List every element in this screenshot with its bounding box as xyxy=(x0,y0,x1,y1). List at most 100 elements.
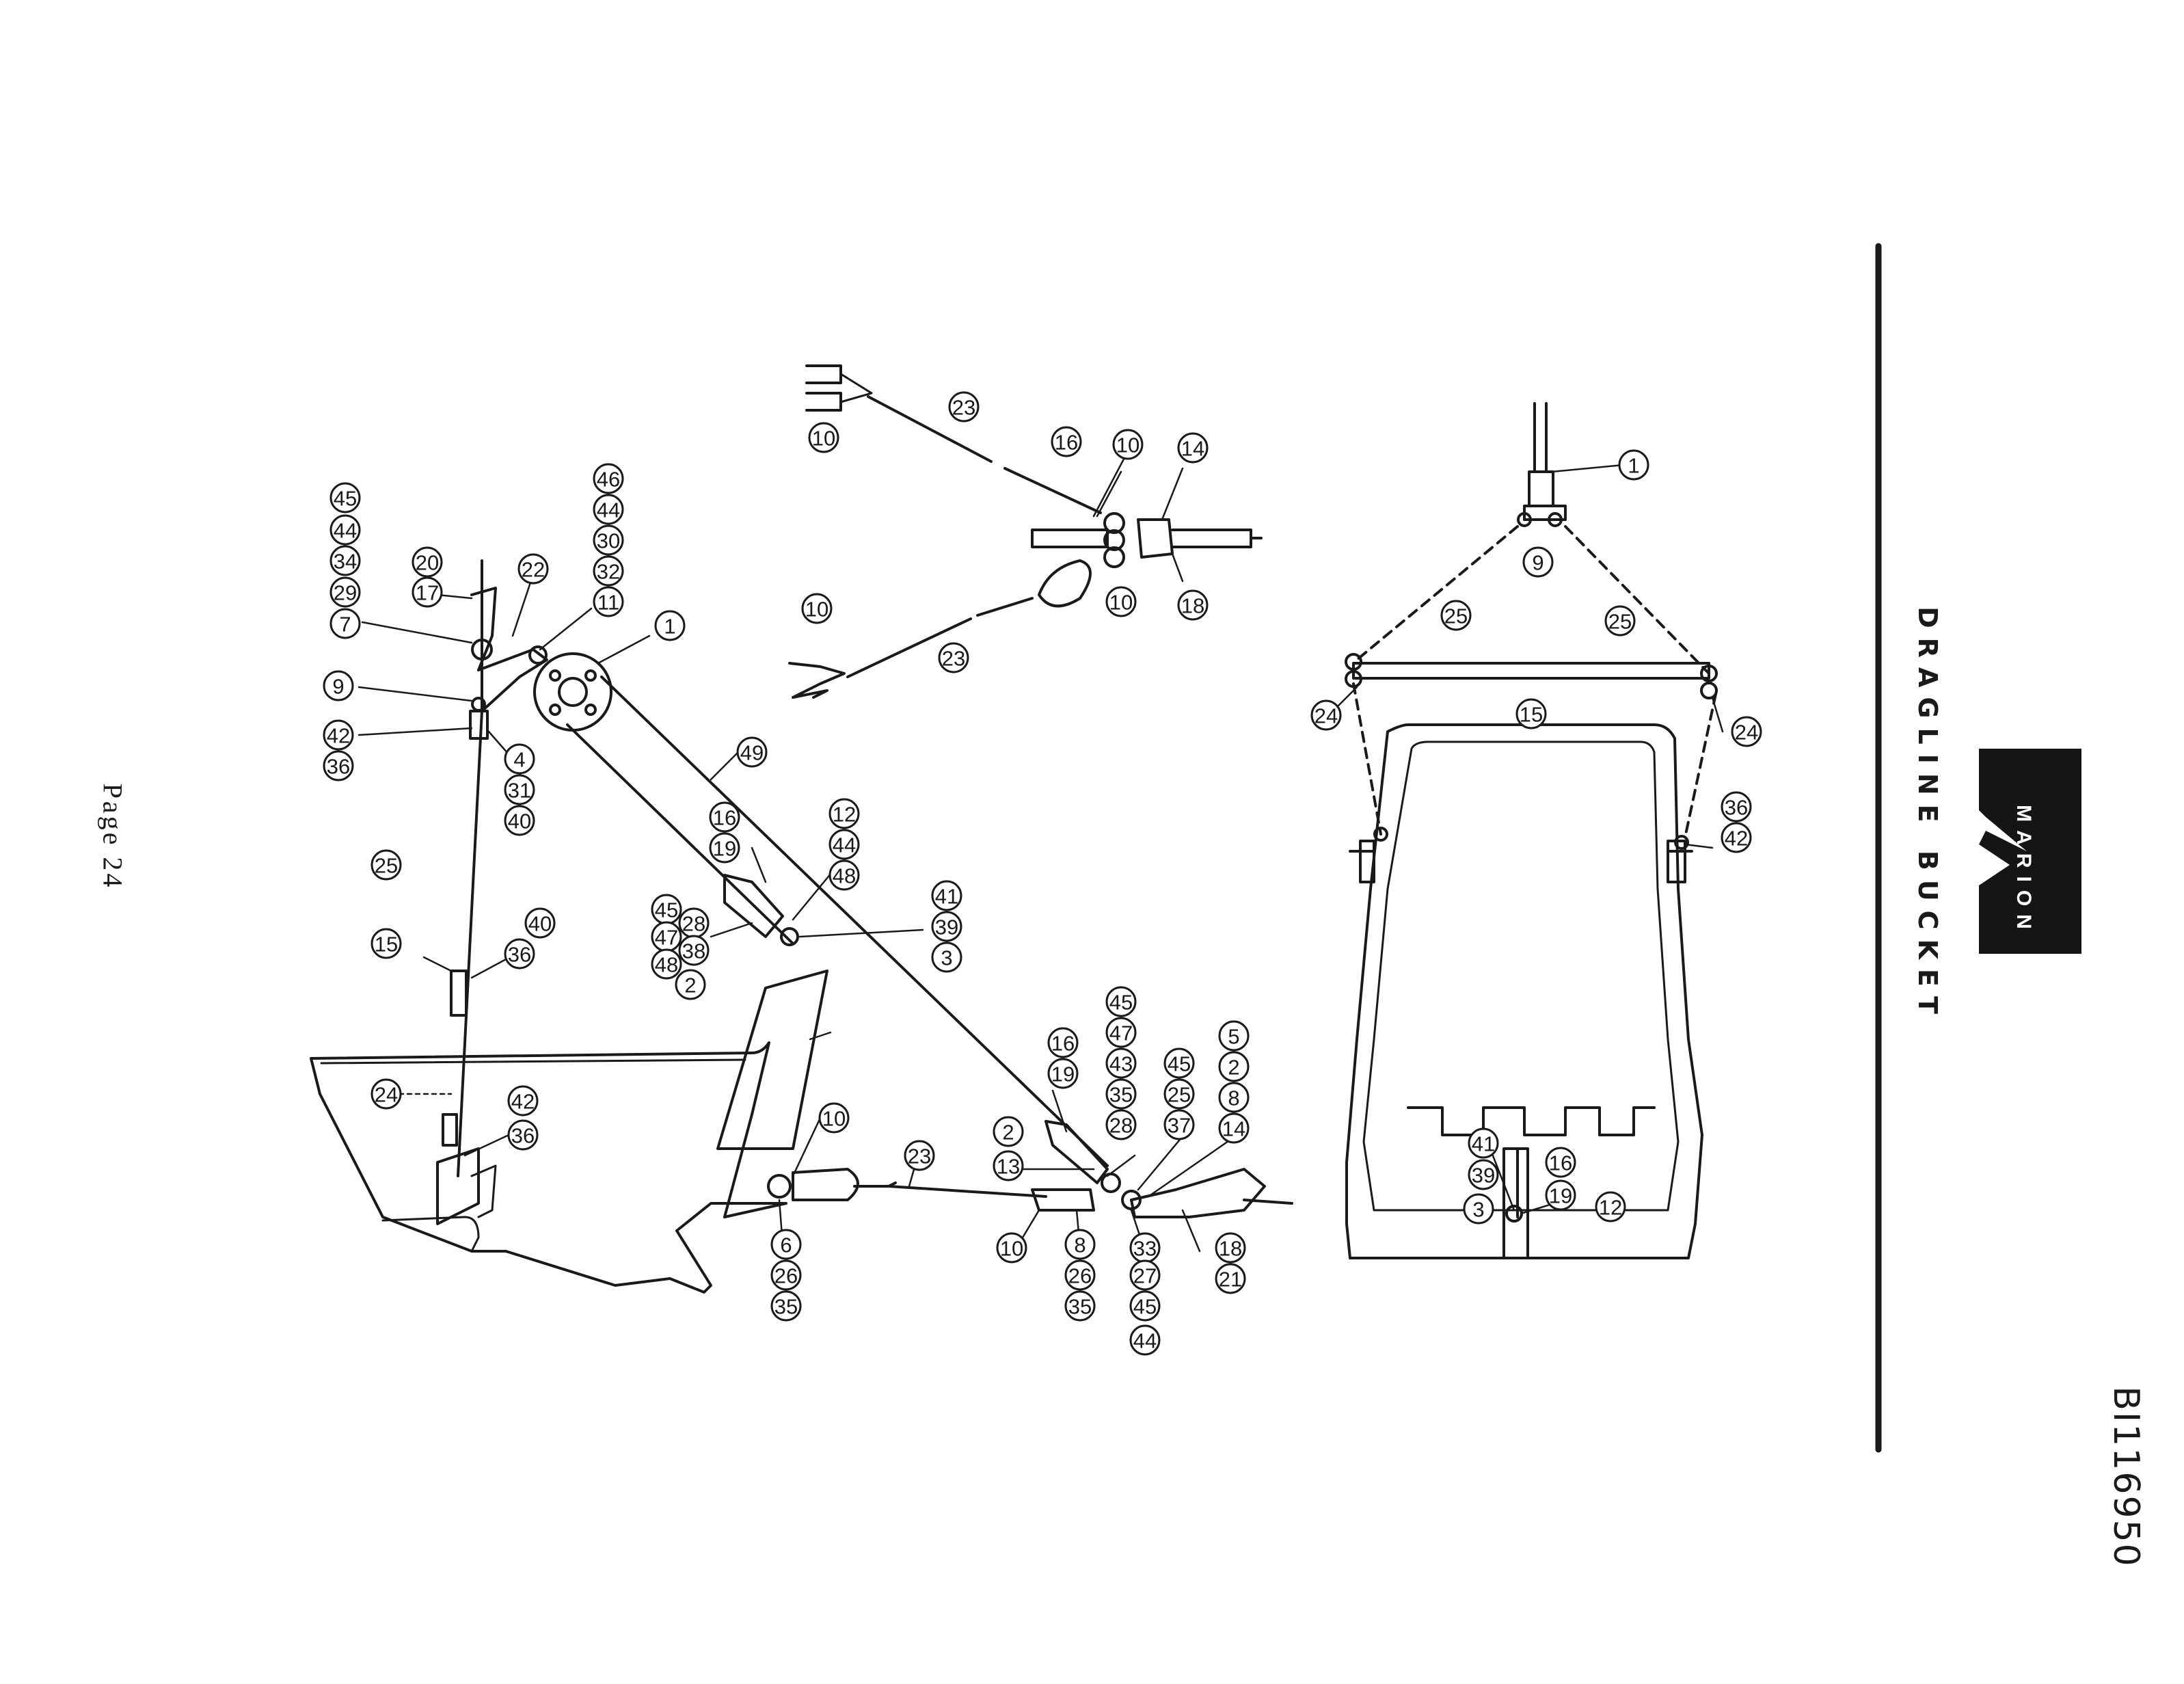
upper-clevis xyxy=(805,364,842,412)
callout-circle xyxy=(1215,1263,1246,1294)
callout-circle xyxy=(1105,1109,1137,1140)
callout-circle xyxy=(1047,1058,1079,1089)
callout-number: 22 xyxy=(522,558,545,582)
callout-bubble: 14 xyxy=(1177,432,1209,464)
callout-circle xyxy=(507,1085,539,1117)
callout-number: 26 xyxy=(1068,1264,1092,1288)
callout-number: 14 xyxy=(1181,437,1204,461)
callout-number: 45 xyxy=(655,898,678,922)
callout-bubble: 45 xyxy=(1163,1047,1195,1079)
callout-number: 9 xyxy=(332,675,344,699)
callout-number: 21 xyxy=(1219,1268,1242,1292)
callout-bubble: 5 xyxy=(1218,1020,1250,1052)
callout-circle xyxy=(675,969,706,1000)
callout-circle xyxy=(1163,1078,1195,1110)
callout-circle xyxy=(1310,699,1342,731)
callout-bubble: 31 xyxy=(504,774,535,805)
callout-bubble: 15 xyxy=(370,928,402,959)
callout-circle xyxy=(1545,1147,1576,1178)
callout-bubble: 43 xyxy=(1105,1047,1137,1079)
callout-bubble: 6 xyxy=(770,1229,802,1260)
dump-rope xyxy=(566,723,794,945)
callout-bubble: 25 xyxy=(370,849,402,881)
callout-number: 26 xyxy=(774,1264,798,1288)
callout-bubble: 26 xyxy=(770,1259,802,1291)
callout-number: 39 xyxy=(935,915,958,939)
callout-bubble: 11 xyxy=(593,586,624,617)
callout-circle xyxy=(1163,1047,1195,1079)
callout-bubble: 24 xyxy=(370,1078,402,1110)
callout-number: 16 xyxy=(1055,431,1078,455)
callout-number: 44 xyxy=(334,519,357,543)
callout-circle xyxy=(593,555,624,587)
arch-beam xyxy=(716,970,828,1150)
callout-bubble: 48 xyxy=(651,948,682,980)
callout-bubble: 42 xyxy=(507,1085,539,1117)
callout-circle xyxy=(818,1102,850,1134)
callout-bubble: 9 xyxy=(323,670,354,701)
callout-number: 47 xyxy=(1109,1021,1133,1045)
callout-bubble: 3 xyxy=(1463,1193,1494,1225)
callout-number: 42 xyxy=(327,724,350,748)
callout-circle xyxy=(507,1119,539,1151)
callout-bubble: 7 xyxy=(329,608,361,639)
callout-bubble: 10 xyxy=(1105,586,1137,617)
callout-number: 42 xyxy=(1725,827,1748,851)
callout-number: 46 xyxy=(597,468,620,492)
callout-circle xyxy=(1105,1047,1137,1079)
callout-bubble: 20 xyxy=(412,546,443,578)
callout-bubble: 23 xyxy=(948,391,980,423)
callout-number: 44 xyxy=(597,498,620,522)
callout-number: 8 xyxy=(1228,1086,1239,1110)
callout-bubble: 40 xyxy=(504,805,535,836)
callout-bubble: 45 xyxy=(1129,1290,1161,1322)
callout-bubble: 47 xyxy=(1105,1017,1137,1048)
callout-bubble: 16 xyxy=(1047,1027,1079,1058)
callout-circle xyxy=(709,801,740,833)
callout-number: 10 xyxy=(1109,591,1133,615)
callout-circle xyxy=(1595,1191,1626,1222)
callout-bubble: 30 xyxy=(593,524,624,556)
callout-number: 48 xyxy=(655,953,678,977)
callout-number: 36 xyxy=(511,1124,535,1148)
marion-logo xyxy=(1979,749,2081,954)
callout-bubble: 10 xyxy=(801,593,833,624)
callout-bubble: 25 xyxy=(1163,1078,1195,1110)
callout-bubble: 18 xyxy=(1215,1232,1246,1264)
callout-number: 25 xyxy=(1168,1083,1191,1107)
callout-number: 2 xyxy=(684,974,696,998)
callout-bubble: 4 xyxy=(504,743,535,775)
bucket-lip xyxy=(381,1216,480,1253)
callout-bubble: 8 xyxy=(1218,1082,1250,1113)
callout-circle xyxy=(1218,1082,1250,1113)
callout-bubble: 8 xyxy=(1064,1229,1096,1260)
bucket-front-outline xyxy=(1345,723,1703,1259)
callout-bubble: 16 xyxy=(709,801,740,833)
callout-circle xyxy=(993,1150,1024,1181)
hoist-clevis-front xyxy=(1528,470,1554,507)
callout-number: 44 xyxy=(1133,1329,1157,1353)
callout-number: 25 xyxy=(1444,604,1468,628)
callout-circle xyxy=(1721,791,1752,823)
callout-bubble: 44 xyxy=(329,514,361,546)
callout-circle xyxy=(993,1116,1024,1147)
callout-number: 18 xyxy=(1219,1237,1242,1261)
callout-number: 20 xyxy=(416,551,439,575)
callout-circle xyxy=(504,938,535,970)
callout-number: 38 xyxy=(682,939,705,963)
callout-bubble: 45 xyxy=(329,482,361,513)
callout-circle xyxy=(329,482,361,513)
callout-number: 10 xyxy=(805,598,828,622)
callout-number: 32 xyxy=(597,560,620,584)
callout-circle xyxy=(370,1078,402,1110)
callout-bubble: 41 xyxy=(1468,1127,1499,1159)
callout-number: 39 xyxy=(1472,1164,1495,1188)
callout-circle xyxy=(1064,1229,1096,1260)
callout-bubble: 23 xyxy=(938,642,969,673)
drag-rope xyxy=(887,1185,1047,1198)
trunnion-right xyxy=(1667,840,1693,883)
callout-number: 25 xyxy=(375,854,398,878)
callout-bubble: 44 xyxy=(593,494,624,525)
